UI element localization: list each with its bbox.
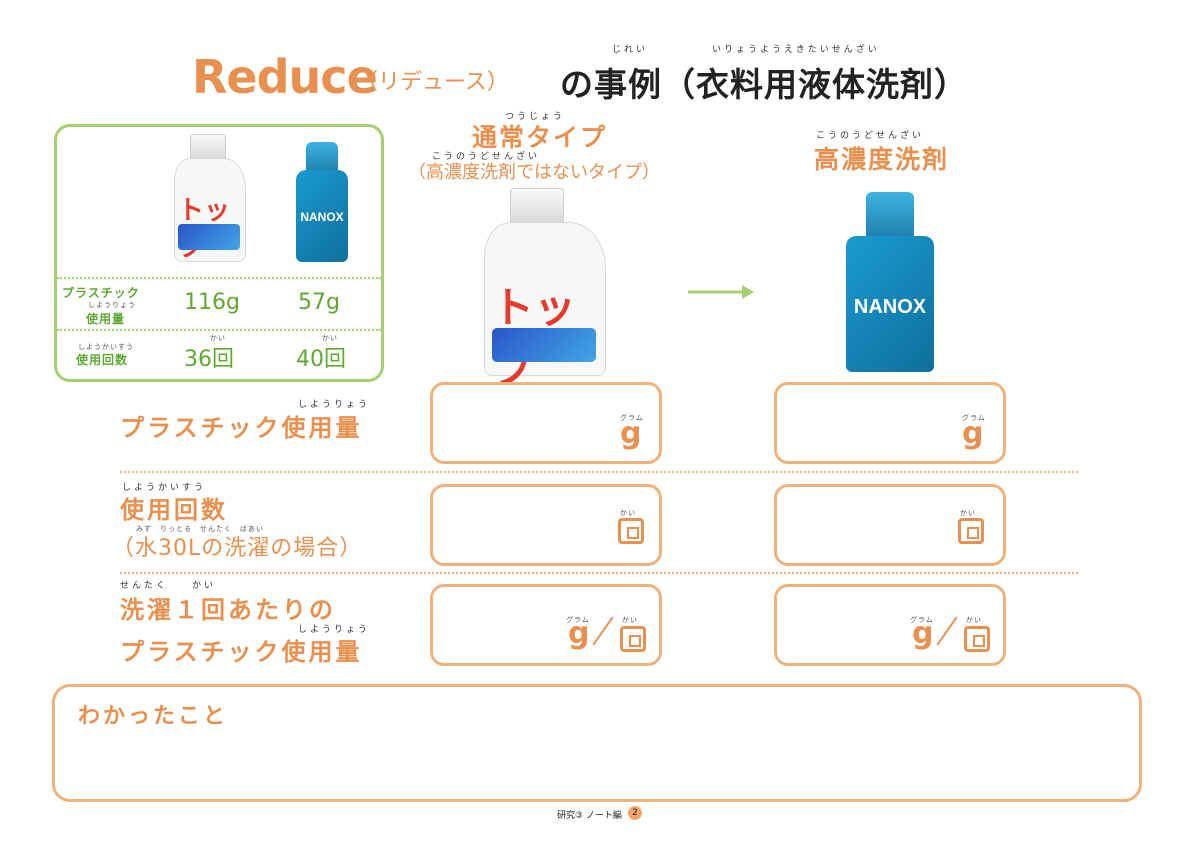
cmp-row2-ruby-kai: かい — [210, 334, 226, 342]
plastic-label-ruby: しようりょう — [298, 400, 371, 410]
usage-label-ruby: しようかいすう — [122, 483, 207, 493]
cmp-row1-label2: 使用量 — [86, 312, 126, 326]
usage-normal-answer-box[interactable] — [430, 484, 662, 566]
footer-text: 研究③ ノート編 — [557, 811, 622, 821]
arrow-icon — [688, 285, 754, 299]
page-number: 2 — [628, 806, 642, 820]
cmp-row2-value-normal: 36回 — [184, 347, 234, 372]
unit-g: g — [568, 616, 590, 651]
unit-kai-ruby: かい — [960, 509, 976, 517]
unit-g: g — [912, 616, 934, 651]
normal-sub-ruby: こうのうどせんざい — [432, 152, 541, 162]
unit-g-ruby: グラム — [620, 414, 644, 422]
unit-g-ruby: グラム — [962, 414, 986, 422]
usage-count-condition: （水30Lの洗濯の場合） — [112, 536, 363, 561]
cmp-row1-label: プラスチック — [62, 286, 140, 300]
nanox-logo: NANOX — [853, 296, 927, 318]
divider — [57, 277, 381, 279]
unit-kai-icon — [618, 518, 644, 544]
plastic-high-answer-box[interactable] — [774, 382, 1006, 464]
ruby-iryou: いりょうようえきたいせんざい — [712, 45, 880, 55]
top-bottle-image: トップ — [478, 188, 608, 393]
unit-g-ruby: グラム — [566, 616, 590, 624]
nanox-bottle-small: NANOX — [292, 142, 352, 264]
cmp-row1-value-normal: 116g — [184, 290, 240, 315]
unit-kai-ruby: かい — [622, 616, 638, 624]
plastic-amount-label: プラスチック使用量 — [120, 414, 363, 442]
nanox-bottle-image: NANOX — [842, 192, 938, 374]
usage-high-answer-box[interactable] — [774, 484, 1006, 566]
normal-type-title: 通常タイプ — [472, 123, 608, 152]
cmp-row1-ruby: しようりょう — [88, 301, 136, 309]
per-wash-normal-answer-box[interactable] — [430, 584, 662, 666]
unit-kai-icon — [958, 518, 984, 544]
divider — [57, 329, 381, 331]
unit-kai-icon — [620, 626, 646, 652]
unit-g: g — [962, 416, 984, 451]
title-japanese: の事例（衣料用液体洗剤） — [560, 65, 968, 104]
cmp-row2-ruby-kai: かい — [322, 334, 338, 342]
usage-count-label: 使用回数 — [120, 496, 228, 524]
cmp-row2-value-high: 40回 — [296, 347, 346, 372]
per-label1-ruby: せんたく かい — [120, 581, 217, 591]
ruby-jirei: じれい — [612, 45, 649, 55]
divider — [120, 471, 1078, 473]
normal-ruby: つうじょう — [505, 112, 566, 122]
comparison-box — [54, 124, 384, 382]
per-wash-label-line1: 洗濯１回あたりの — [120, 596, 336, 624]
plastic-normal-answer-box[interactable] — [430, 382, 662, 464]
cmp-row1-value-high: 57g — [298, 290, 340, 315]
cmp-row2-label: 使用回数 — [76, 353, 129, 367]
title-english: Reduce — [192, 50, 378, 104]
high-concentration-title: 高濃度洗剤 — [814, 145, 950, 174]
usage-sub-ruby: みず りっとる せんたく ばあい — [136, 525, 264, 533]
top-bottle-small: トップ — [168, 134, 248, 263]
nanox-logo: NANOX — [300, 210, 344, 224]
divider — [120, 572, 1078, 574]
high-ruby: こうのうどせんざい — [816, 131, 925, 141]
unit-kai-ruby: かい — [966, 616, 982, 624]
findings-box[interactable] — [52, 684, 1142, 802]
title-paren: （リデュース） — [356, 70, 509, 95]
per-label2-ruby: しようりょう — [298, 625, 371, 635]
per-wash-high-answer-box[interactable] — [774, 584, 1006, 666]
unit-kai-icon — [964, 626, 990, 652]
per-wash-label-line2: プラスチック使用量 — [120, 638, 363, 666]
unit-g-ruby: グラム — [910, 616, 934, 624]
cmp-row2-ruby: しようかいすう — [78, 343, 134, 351]
findings-label: わかったこと — [78, 704, 229, 729]
normal-type-subtitle: （高濃度洗剤ではないタイプ） — [408, 162, 660, 183]
unit-kai-ruby: かい — [620, 509, 636, 517]
unit-g: g — [620, 416, 642, 451]
